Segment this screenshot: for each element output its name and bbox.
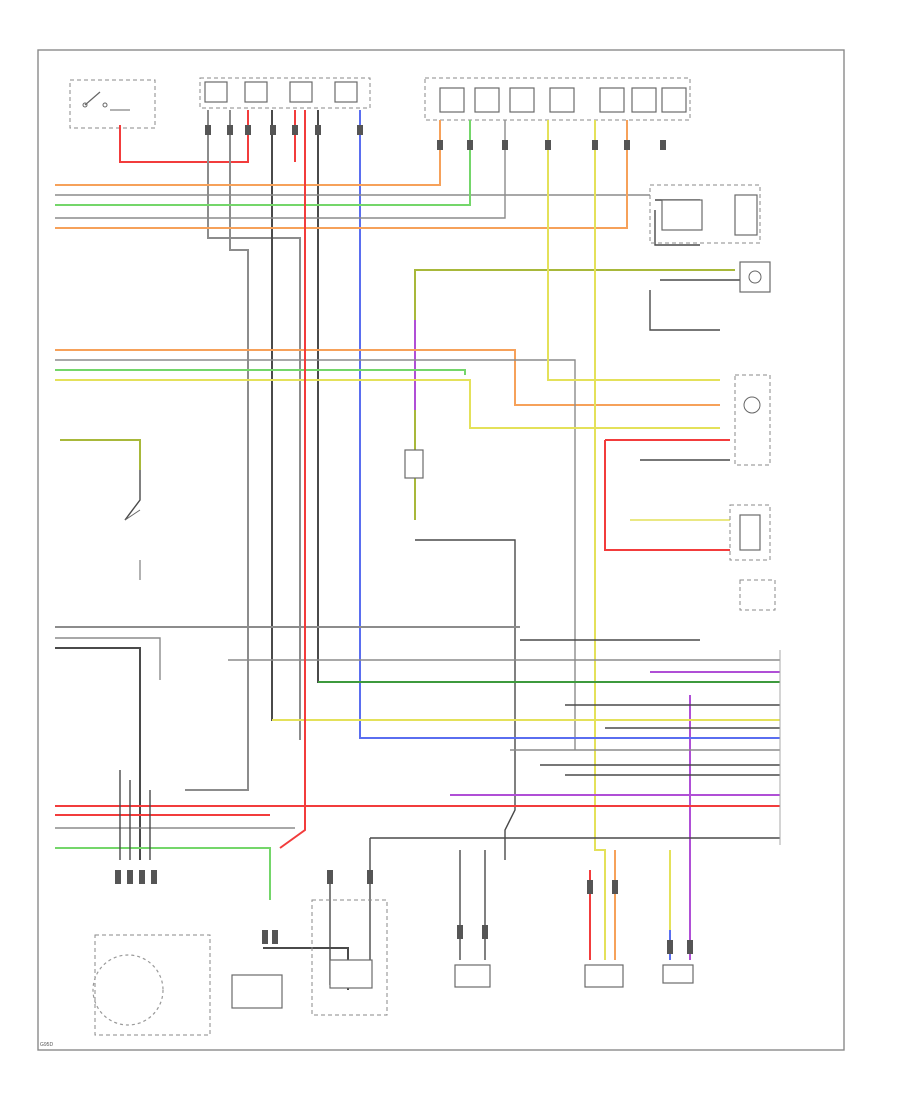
- switch-left: [124, 509, 141, 580]
- ignition-coil: [231, 974, 283, 1009]
- sensor-mid-right: [729, 504, 771, 561]
- module-mid-right: [734, 374, 771, 466]
- sensor-center: [404, 449, 424, 479]
- sensor-connector-top: [739, 261, 771, 293]
- power-transistor: [311, 899, 388, 1016]
- sensor-bottom-3: [662, 964, 694, 984]
- corner-label: G95D: [40, 1042, 53, 1048]
- connector-dots: [115, 125, 693, 954]
- relay-box-top-right: [649, 184, 761, 244]
- sensor-bottom-1: [454, 964, 491, 988]
- distributor: [92, 934, 211, 1036]
- connector-right-small: [739, 579, 776, 611]
- wire-layer: [55, 110, 780, 990]
- diagram-frame: [37, 49, 845, 1051]
- ignition-switch: [69, 79, 156, 129]
- fuse-block-right: [424, 77, 691, 121]
- fuse-block-left: [199, 77, 371, 109]
- sensor-bottom-2: [584, 964, 624, 988]
